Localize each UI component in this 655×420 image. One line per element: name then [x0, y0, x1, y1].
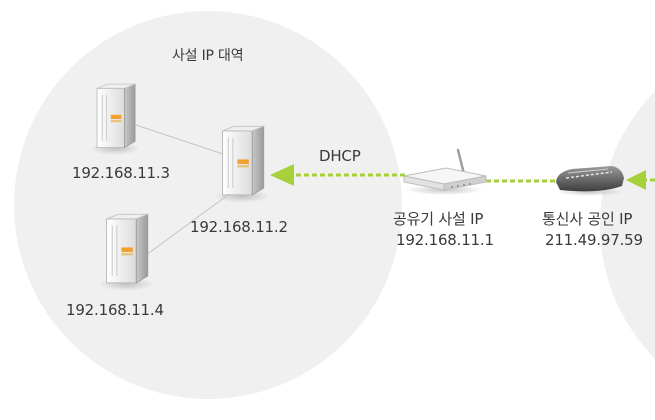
zone-title: 사설 IP 대역 — [172, 48, 244, 64]
modem-ip-label: 211.49.97.59 — [545, 231, 643, 249]
public-zone-circle — [600, 91, 655, 359]
incoming-arrow — [626, 170, 646, 190]
modem-name-label: 통신사 공인 IP — [542, 210, 633, 228]
server-icon-3 — [97, 213, 155, 292]
modem-icon — [556, 166, 624, 196]
link-server4-server2 — [141, 191, 233, 259]
server-ip-label: 192.168.11.4 — [66, 301, 164, 319]
server-icon-2 — [213, 125, 271, 204]
server-ip-label: 192.168.11.2 — [190, 218, 288, 236]
router-icon — [403, 148, 487, 195]
router-ip-label: 192.168.11.1 — [396, 231, 494, 249]
server-ip-label: 192.168.11.3 — [72, 164, 170, 182]
private-zone-circle — [14, 11, 402, 399]
server-icon-1 — [89, 83, 141, 156]
dhcp-arrow — [270, 164, 294, 186]
link-server3-server2 — [129, 122, 233, 158]
dhcp-label: DHCP — [319, 147, 361, 165]
router-name-label: 공유기 사설 IP — [393, 210, 484, 228]
